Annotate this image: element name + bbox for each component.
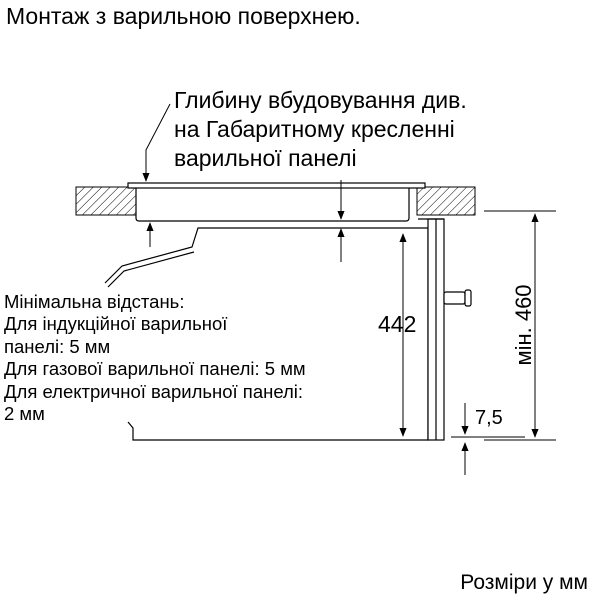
depth-callout: Глибину вбудовування див. на Габаритному…	[174, 86, 467, 173]
callout-line: Глибину вбудовування див.	[174, 87, 467, 113]
dimension-460-line	[484, 210, 556, 441]
dimension-7-5-line	[451, 403, 525, 475]
units-note: Розміри у мм	[460, 571, 588, 594]
min-distance-note: Мінімальна відстань: Для індукційної вар…	[4, 291, 306, 425]
worktop-right	[416, 186, 476, 216]
note-line: Для електричної варильної панелі:	[4, 380, 304, 402]
note-line: 2 мм	[4, 403, 45, 425]
dimension-442-label: 442	[378, 311, 417, 337]
page-title: Монтаж з варильною поверхнею.	[6, 3, 361, 29]
dimension-460-label: мін. 460	[511, 284, 536, 366]
min-distance-arrows	[146, 180, 345, 262]
callout-line: варильної панелі	[174, 145, 357, 171]
hob-body	[127, 182, 426, 222]
note-line: Для газової варильної панелі: 5 мм	[4, 358, 306, 380]
note-line: панелі: 5 мм	[4, 335, 111, 357]
callout-leader	[142, 103, 171, 182]
dimension-7-5-label: 7,5	[475, 407, 503, 429]
callout-line: на Габаритному кресленні	[174, 116, 455, 142]
note-line: Мінімальна відстань:	[4, 291, 185, 312]
oven-front	[418, 218, 445, 441]
worktop-left	[75, 186, 137, 216]
oven-handle	[443, 289, 472, 307]
note-line: Для індукційної варильної	[4, 313, 228, 335]
